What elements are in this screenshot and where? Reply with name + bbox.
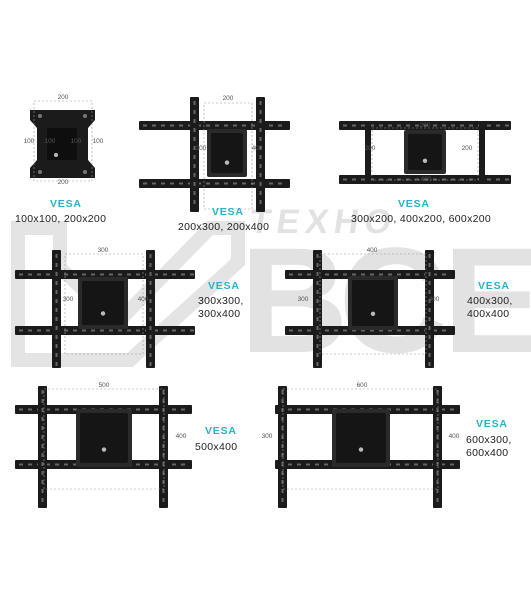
m1-hole-3 <box>83 170 87 174</box>
m1-hole-0 <box>38 114 42 118</box>
m1-dim-box <box>33 100 93 182</box>
m7-size-line-1: 600x300, <box>466 434 512 446</box>
m7-dim-box <box>282 388 439 490</box>
m1-dim-top: 200 <box>58 94 69 101</box>
m5-dim-left: 300 <box>298 296 309 303</box>
m3-sizes: 300x200, 400x200, 600x200 <box>351 213 491 226</box>
m5-dim-box <box>319 253 427 355</box>
m4-size-line-2: 300x400 <box>198 307 241 320</box>
m6-vesa-label: VESA <box>205 425 237 437</box>
m1-dim-inner-right: 100 <box>71 138 82 145</box>
mount-7 <box>275 386 460 508</box>
m7-sizes: 600x300, 600x400 <box>466 434 512 459</box>
mount-1 <box>30 110 95 178</box>
m7-size-line-2: 600x400 <box>466 446 509 459</box>
m5-size-line-1: 400x300, <box>467 295 513 307</box>
m1-dim-bottom: 200 <box>58 179 69 186</box>
m6-dim-right: 400 <box>176 433 187 440</box>
m7-dim-top: 600 <box>357 382 368 389</box>
m1-vesa-label: VESA <box>50 198 82 210</box>
m1-dim-left: 100 <box>24 138 35 145</box>
m4-dim-right: 400 <box>138 296 149 303</box>
m5-size-line-2: 400x400 <box>467 307 510 320</box>
m1-dim-right: 100 <box>93 138 104 145</box>
m5-dim-top: 400 <box>367 247 378 254</box>
m1-sizes: 100x100, 200x200 <box>15 213 106 226</box>
m2-dim-box <box>203 102 253 210</box>
m5-dim-right: 400 <box>429 296 440 303</box>
m3-dim-bottom: 400 <box>421 176 432 183</box>
m6-sizes: 500x400 <box>195 441 237 454</box>
m7-vesa-label: VESA <box>476 418 508 430</box>
m1-logo-icon <box>54 153 58 157</box>
m4-vesa-label: VESA <box>208 280 240 292</box>
mount-5 <box>285 250 455 368</box>
m2-dim-top: 200 <box>223 95 234 102</box>
m4-dim-left: 300 <box>63 296 74 303</box>
m3-vesa-label: VESA <box>398 198 430 210</box>
m6-dim-top: 500 <box>99 382 110 389</box>
m1-hole-2 <box>38 170 42 174</box>
m4-sizes: 300x300, 300x400 <box>198 295 244 320</box>
m5-vesa-label: VESA <box>478 280 510 292</box>
m7-dim-right: 400 <box>449 433 460 440</box>
m2-plate-logo-icon <box>224 160 230 165</box>
m1-hole-1 <box>83 114 87 118</box>
m2-right-upright <box>256 97 265 212</box>
m6-size-line: 500x400 <box>195 441 238 453</box>
m2-bottom-rail <box>139 179 290 188</box>
m5-plate-logo-icon <box>370 311 376 316</box>
mount-4 <box>15 250 195 368</box>
m3-dim-box <box>371 127 479 181</box>
m7-plate-logo-icon <box>358 447 364 452</box>
m7-dim-left: 300 <box>262 433 273 440</box>
m2-sizes: 200x300, 200x400 <box>178 221 269 234</box>
m1-dim-inner-left: 100 <box>45 138 56 145</box>
m6-plate-logo-icon <box>101 447 107 452</box>
m3-dim-top: 200 <box>420 122 431 129</box>
m4-size-line-1: 300x300, <box>198 295 244 307</box>
m1-size-line: 100x100, 200x200 <box>15 213 107 225</box>
m3-right-bar <box>479 123 485 183</box>
m2-size-line: 200x300, 200x400 <box>178 221 270 233</box>
m5-sizes: 400x300, 400x400 <box>467 295 513 320</box>
m6-dim-box <box>43 388 165 490</box>
m3-plate-logo-icon <box>422 158 428 163</box>
m4-plate-logo-icon <box>100 311 106 316</box>
m3-left-bar <box>365 123 371 183</box>
m4-dim-top: 300 <box>98 247 109 254</box>
mount-3 <box>339 121 511 184</box>
m4-dim-box <box>64 253 144 355</box>
m3-size-line: 300x200, 400x200, 600x200 <box>351 213 492 225</box>
m2-dim-left: 300 <box>196 145 207 152</box>
m2-left-upright <box>190 97 199 212</box>
m3-dim-right: 200 <box>462 145 473 152</box>
m2-dim-right: 400 <box>252 145 263 152</box>
mount-6 <box>15 386 192 508</box>
m2-vesa-label: VESA <box>212 206 244 218</box>
m3-dim-left: 200 <box>365 145 376 152</box>
mount-2 <box>139 97 290 212</box>
